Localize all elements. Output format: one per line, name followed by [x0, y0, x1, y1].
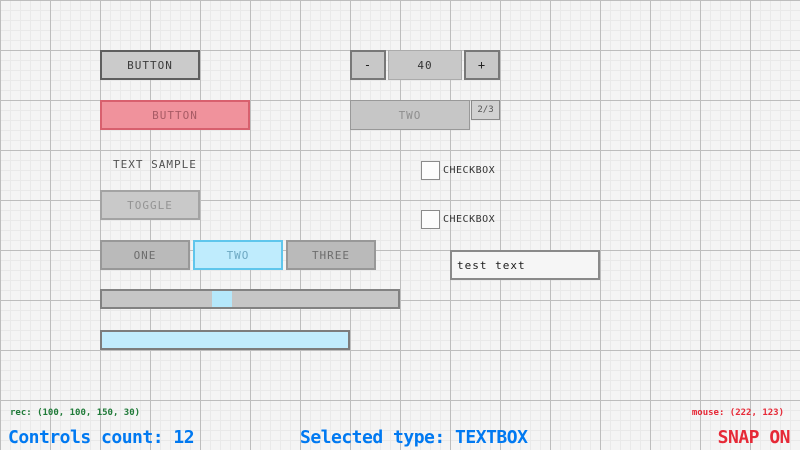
spinner-decrement-button[interactable]: - [350, 50, 386, 80]
checkbox-1[interactable] [421, 161, 440, 180]
slider-handle[interactable] [212, 291, 232, 307]
checkbox-1-label: CHECKBOX [443, 165, 496, 176]
toggle-group-item-one[interactable]: ONE [100, 240, 190, 270]
label-control[interactable]: TEXT SAMPLE [113, 158, 197, 171]
toggle-group-control: ONE TWO THREE [100, 240, 376, 270]
checkbox-2-label: CHECKBOX [443, 214, 496, 225]
toggle-group-item-three[interactable]: THREE [286, 240, 376, 270]
toggle-group-item-two[interactable]: TWO [193, 240, 283, 270]
spinner-value[interactable]: 40 [388, 50, 462, 80]
controls-count-text: Controls count: 12 [8, 427, 195, 448]
combobox-control[interactable]: TWO [350, 100, 470, 130]
button-control-selected[interactable]: BUTTON [100, 100, 250, 130]
checkbox-2[interactable] [421, 210, 440, 229]
mouse-position-readout: mouse: (222, 123) [691, 408, 784, 418]
combobox-index-badge[interactable]: 2/3 [471, 100, 500, 120]
selected-type-text: Selected type: TEXTBOX [300, 427, 528, 448]
progressbar-control[interactable] [100, 330, 350, 350]
textbox-control[interactable] [450, 250, 600, 280]
selected-rect-readout: rec: (100, 100, 150, 30) [10, 408, 141, 418]
snap-mode-indicator: SNAP ON [717, 427, 791, 448]
toggle-control[interactable]: TOGGLE [100, 190, 200, 220]
button-control[interactable]: BUTTON [100, 50, 200, 80]
spinner-increment-button[interactable]: + [464, 50, 500, 80]
slider-control[interactable] [100, 289, 400, 309]
